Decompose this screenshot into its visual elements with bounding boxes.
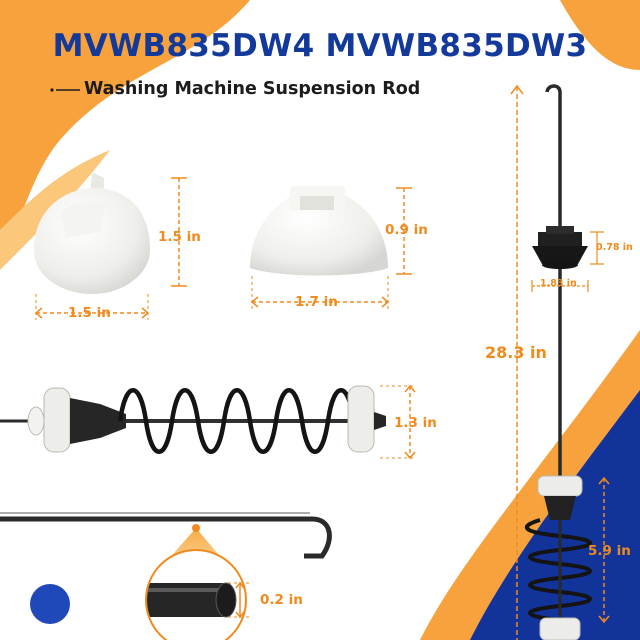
horizontal-spring-assembly <box>0 385 386 454</box>
vertical-rod <box>532 84 588 480</box>
rod-diameter-label: 0.2 in <box>260 592 303 608</box>
orange-blob-top-right <box>560 0 640 70</box>
bottom-spring-length-label: 5.9 in <box>588 543 631 559</box>
bracket-height-label: 0.78 in <box>596 242 633 253</box>
cap-large-width-label: 1.7 in <box>295 294 338 310</box>
spring-diameter-label: 1.3 in <box>394 415 437 431</box>
rod-length-label: 28.3 in <box>485 343 547 362</box>
magnifier-circle <box>145 549 247 640</box>
small-cap <box>34 172 150 294</box>
rod-hook <box>0 512 332 559</box>
navy-dot-bottom-left <box>30 584 70 624</box>
bracket-width-label: 1.83 in <box>540 278 577 289</box>
product-title: MVWB835DW4 MVWB835DW3 <box>52 28 588 64</box>
cap-small-height-label: 1.5 in <box>158 229 201 245</box>
vertical-spring-assembly <box>524 475 592 640</box>
cap-large-height-label: 0.9 in <box>385 222 428 238</box>
product-subtitle: Washing Machine Suspension Rod <box>84 79 421 99</box>
orange-wave-top-left <box>0 0 250 260</box>
large-cap <box>250 186 388 276</box>
cap-small-width-label: 1.5 in <box>68 305 111 321</box>
